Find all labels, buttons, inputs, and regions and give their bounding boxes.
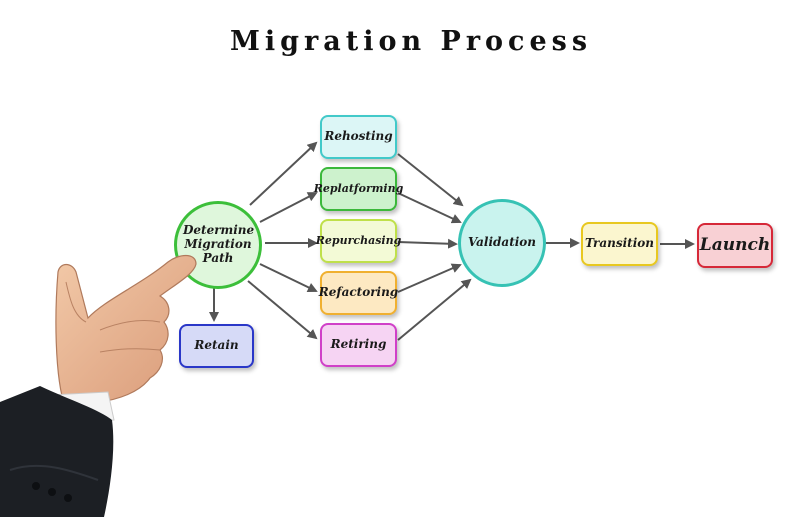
launch-label: Launch: [699, 234, 771, 255]
validation-node: Validation: [458, 199, 546, 287]
arrow-determine-replatforming: [259, 192, 318, 223]
launch-node: Launch: [697, 223, 773, 268]
retiring-node: Retiring: [320, 323, 397, 367]
retain-label: Retain: [194, 338, 239, 353]
rehosting-label: Rehosting: [324, 129, 393, 144]
retiring-label: Retiring: [330, 337, 387, 352]
transition-node: Transition: [581, 222, 658, 266]
arrow-replatforming-validation: [397, 192, 462, 224]
repurchasing-label: Repurchasing: [315, 233, 402, 247]
arrow-determine-retiring: [247, 280, 318, 340]
arrow-refactoring-validation: [397, 263, 462, 293]
arrow-rehosting-validation: [397, 153, 464, 207]
replatforming-label: Replatforming: [313, 181, 404, 195]
refactoring-label: Refactoring: [318, 285, 399, 300]
arrow-repurchasing-validation: [397, 238, 458, 249]
replatforming-node: Replatforming: [314, 167, 403, 211]
determine-migration-path-node: Determine Migration Path: [174, 201, 262, 289]
retain-node: Retain: [179, 324, 254, 368]
validation-label: Validation: [467, 235, 537, 250]
diagram-title: Migration Process: [230, 26, 593, 57]
arrow-determine-refactoring: [259, 263, 318, 293]
determine-migration-path-label: Determine Migration Path: [183, 223, 255, 265]
rehosting-node: Rehosting: [320, 115, 397, 159]
refactoring-node: Refactoring: [318, 271, 399, 315]
arrow-determine-rehosting: [249, 141, 318, 206]
transition-label: Transition: [584, 236, 655, 251]
repurchasing-node: Repurchasing: [316, 219, 401, 263]
arrow-retiring-validation: [397, 278, 472, 341]
